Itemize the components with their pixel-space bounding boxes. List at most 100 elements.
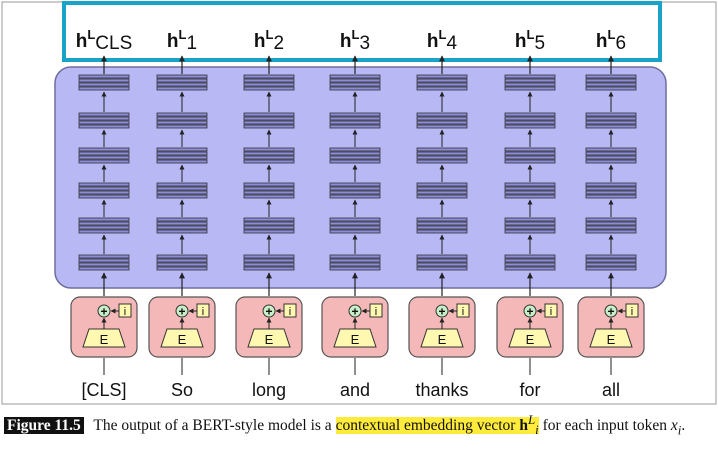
layer-bar — [416, 147, 468, 152]
position-label: i — [124, 306, 126, 318]
layer-bar — [416, 112, 468, 117]
output-label-4: hL4 — [427, 27, 458, 54]
caption-text-end: . — [681, 417, 686, 435]
layer-bar — [243, 254, 295, 259]
layer-bar — [78, 116, 130, 121]
layer-bar — [243, 120, 295, 125]
layer-bar — [329, 78, 381, 83]
layer-bar — [78, 190, 130, 195]
input-block-3: E+i — [321, 296, 389, 358]
embedding-label: E — [100, 332, 109, 347]
layer-bar — [416, 151, 468, 156]
layer-bar — [504, 182, 556, 187]
layer-bar — [329, 159, 381, 164]
layer-bar — [78, 151, 130, 156]
layer-bar — [78, 254, 130, 259]
plus-symbol: + — [438, 305, 445, 319]
input-block-4: E+i — [408, 296, 476, 358]
layer-bar — [78, 258, 130, 263]
layer-bar — [243, 147, 295, 152]
plus-symbol: + — [100, 305, 107, 319]
layer-bar — [156, 82, 208, 87]
token-label-5: for — [519, 380, 540, 400]
layer-bar — [416, 217, 468, 222]
layer-bar — [243, 78, 295, 83]
embedding-label: E — [265, 332, 274, 347]
input-block-0: E + i — [70, 296, 138, 358]
layer-bar — [329, 151, 381, 156]
layer-bar — [156, 194, 208, 199]
layer-bar — [416, 116, 468, 121]
embedding-label: E — [438, 332, 447, 347]
layer-bar — [504, 82, 556, 87]
layer-bar — [329, 225, 381, 230]
layer-bar — [329, 124, 381, 129]
caption-token-base: x — [670, 417, 678, 435]
layer-bar — [416, 159, 468, 164]
layer-bar — [78, 159, 130, 164]
token-label-1: So — [171, 380, 193, 400]
layer-bar — [585, 112, 637, 117]
layer-bar — [243, 225, 295, 230]
token-label-4: thanks — [415, 380, 468, 400]
layer-bar — [156, 229, 208, 234]
embedding-block — [333, 328, 377, 348]
layer-bar — [243, 116, 295, 121]
layer-bar — [504, 124, 556, 129]
layer-bar — [329, 82, 381, 87]
layer-bar — [416, 155, 468, 160]
layer-bar — [585, 217, 637, 222]
layer-bar — [78, 112, 130, 117]
layer-bar — [585, 155, 637, 160]
layer-bar — [78, 82, 130, 87]
output-label-3: hL3 — [340, 27, 370, 54]
layer-bar — [585, 159, 637, 164]
embedding-label: E — [178, 332, 187, 347]
layer-bar — [329, 229, 381, 234]
layer-bar — [504, 258, 556, 263]
layer-bar — [504, 266, 556, 271]
caption-text-before: The output of a BERT-style model is a — [93, 417, 336, 435]
layer-bar — [156, 86, 208, 91]
layer-bar — [585, 190, 637, 195]
layer-bar — [243, 151, 295, 156]
layer-bar — [585, 266, 637, 271]
embedding-block — [160, 328, 204, 348]
caption-vector-base: h — [519, 417, 528, 435]
layer-bar — [504, 229, 556, 234]
layer-bar — [329, 116, 381, 121]
caption-vector-sup: L — [527, 412, 536, 427]
layer-bar — [585, 182, 637, 187]
layer-bar — [504, 112, 556, 117]
output-label-6: hL6 — [596, 27, 626, 54]
embedding-label: E — [526, 332, 535, 347]
layer-bar — [156, 221, 208, 226]
plus-circle — [523, 304, 537, 318]
layer-bar — [78, 182, 130, 187]
layer-bar — [156, 266, 208, 271]
layer-bar — [78, 221, 130, 226]
position-label: i — [202, 306, 204, 318]
layer-bar — [156, 74, 208, 79]
layer-bar — [156, 116, 208, 121]
layer-bar — [585, 186, 637, 191]
layer-bar — [416, 182, 468, 187]
layer-bar — [243, 182, 295, 187]
position-label: i — [375, 306, 377, 318]
layer-bar — [585, 262, 637, 267]
layer-bar — [156, 155, 208, 160]
layer-bar — [416, 120, 468, 125]
layer-bar — [585, 78, 637, 83]
plus-circle — [604, 304, 618, 318]
layer-bar — [416, 186, 468, 191]
layer-bar — [416, 225, 468, 230]
layer-bar — [504, 74, 556, 79]
plus-symbol: + — [607, 305, 614, 319]
layer-bar — [504, 262, 556, 267]
layer-bar — [504, 221, 556, 226]
layer-bar — [585, 116, 637, 121]
layer-bar — [78, 147, 130, 152]
layer-bar — [416, 74, 468, 79]
plus-symbol: + — [351, 305, 358, 319]
